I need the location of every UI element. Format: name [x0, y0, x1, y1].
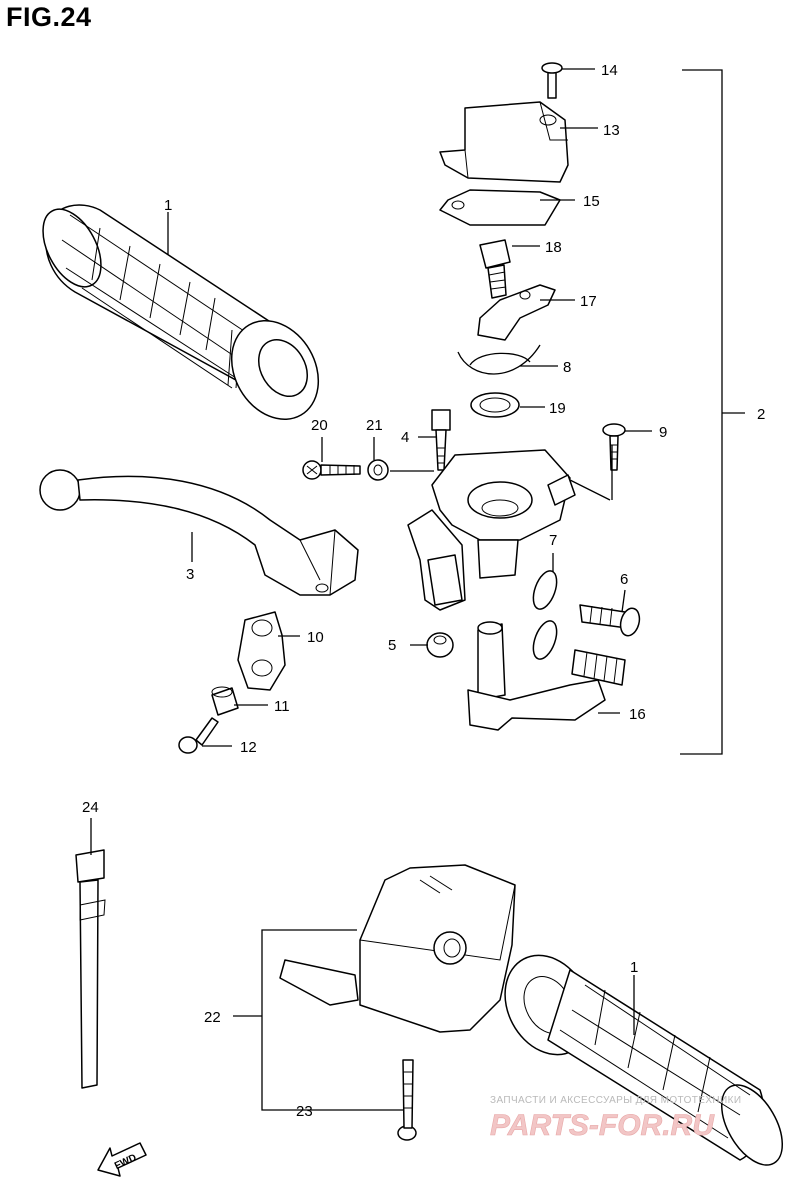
switch-housing: [407, 449, 641, 731]
grip-upper: [42, 204, 320, 421]
callout-21: 21: [366, 417, 383, 434]
callout-23: 23: [296, 1103, 313, 1120]
callout-3: 3: [186, 566, 194, 583]
callout-17: 17: [580, 293, 597, 310]
callout-1-top: 1: [164, 197, 172, 214]
leader-lines: [90, 68, 745, 1111]
callout-4: 4: [401, 429, 409, 446]
callout-16: 16: [629, 706, 646, 723]
grip-lower: [504, 954, 784, 1166]
callout-20: 20: [311, 417, 328, 434]
figure-title: FIG.24: [6, 2, 92, 32]
callout-8: 8: [563, 359, 571, 376]
cover-assembly: [439, 62, 569, 226]
callout-9: 9: [659, 424, 667, 441]
callout-5: 5: [388, 637, 396, 654]
watermark-caption: ЗАПЧАСТИ И АКСЕССУАРЫ ДЛЯ МОТОТЕХНИКИ: [490, 1095, 741, 1106]
tie-strap: [75, 849, 106, 1089]
callout-11: 11: [274, 698, 290, 715]
callout-24: 24: [82, 799, 99, 816]
callout-22: 22: [204, 1009, 221, 1026]
switch-assembly: [279, 864, 516, 1141]
forward-arrow-icon: FWD: [97, 1142, 147, 1177]
callout-15: 15: [583, 193, 600, 210]
lever-holder: [178, 611, 286, 754]
callout-10: 10: [307, 629, 324, 646]
callout-14: 14: [601, 62, 618, 79]
callout-13: 13: [603, 122, 620, 139]
watermark-logo: PARTS-FOR.RU: [490, 1109, 715, 1142]
callout-2: 2: [757, 406, 765, 423]
clutch-lever: [39, 469, 359, 596]
callout-7: 7: [549, 532, 557, 549]
fasteners-mid: [302, 409, 626, 481]
callout-18: 18: [545, 239, 562, 256]
callout-6: 6: [620, 571, 628, 588]
callout-1-bottom: 1: [630, 959, 638, 976]
switch-internals: [457, 239, 556, 418]
callout-12: 12: [240, 739, 257, 756]
callout-19: 19: [549, 400, 566, 417]
